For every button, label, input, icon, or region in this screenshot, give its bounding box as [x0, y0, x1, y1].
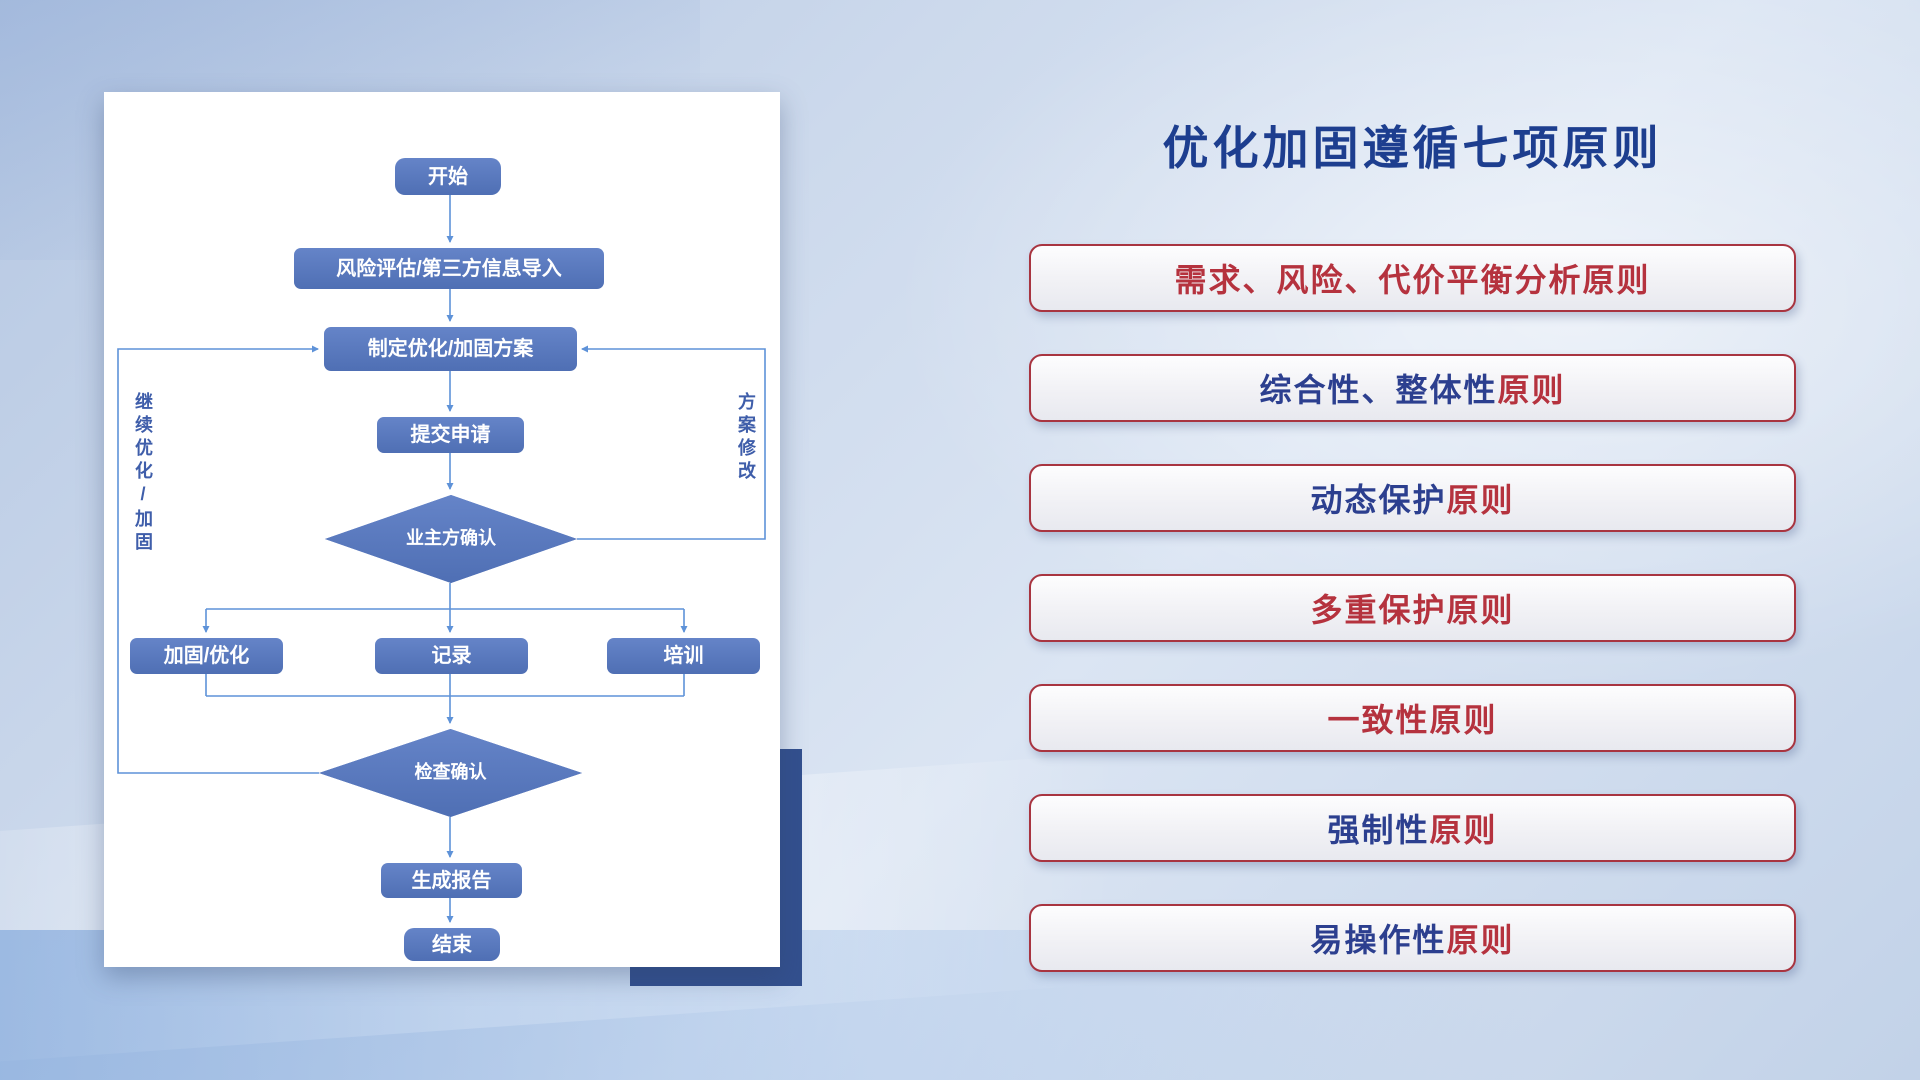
- principle-2-red-text: 原则: [1497, 372, 1566, 408]
- principle-6-navy-text: 强制性: [1327, 812, 1430, 848]
- flowchart-card: 开始 风险评估/第三方信息导入 制定优化/加固方案 提交申请 业主方确认 加固/…: [104, 92, 780, 967]
- flow-node-reinforce: 加固/优化: [130, 638, 283, 674]
- principle-box-2: 综合性、整体性原则: [1029, 354, 1796, 422]
- principle-5-red-text: 一致性原则: [1327, 702, 1498, 738]
- flow-node-report: 生成报告: [381, 863, 522, 898]
- principle-box-7: 易操作性原则: [1029, 904, 1796, 972]
- principle-box-4: 多重保护原则: [1029, 574, 1796, 642]
- principle-2-navy-text: 综合性、整体性: [1259, 372, 1498, 408]
- flow-node-end: 结束: [404, 928, 500, 961]
- principle-7-navy-text: 易操作性: [1310, 922, 1447, 958]
- page-title: 优化加固遵循七项原则: [1162, 122, 1663, 174]
- principle-box-1: 需求、风险、代价平衡分析原则: [1029, 244, 1796, 312]
- principle-3-red-text: 原则: [1446, 482, 1515, 518]
- principle-box-3: 动态保护原则: [1029, 464, 1796, 532]
- flow-node-make-plan: 制定优化/加固方案: [324, 327, 577, 371]
- flow-node-training: 培训: [607, 638, 760, 674]
- flow-connectors: [117, 195, 766, 923]
- loop-label-plan-revision: 方案修改: [736, 392, 756, 484]
- principle-box-5: 一致性原则: [1029, 684, 1796, 752]
- flow-node-record: 记录: [375, 638, 528, 674]
- principle-6-red-text: 原则: [1429, 812, 1498, 848]
- principle-3-navy-text: 动态保护: [1310, 482, 1447, 518]
- principle-box-6: 强制性原则: [1029, 794, 1796, 862]
- principle-1-red-text: 需求、风险、代价平衡分析原则: [1174, 262, 1651, 298]
- flow-node-start: 开始: [395, 158, 501, 195]
- principles-list: 需求、风险、代价平衡分析原则 综合性、整体性原则 动态保护原则 多重保护原则 一…: [1029, 244, 1796, 972]
- loop-label-continue-optimize: 继续优化/加固: [133, 392, 153, 555]
- flow-node-risk-import: 风险评估/第三方信息导入: [294, 248, 604, 289]
- principle-4-red-text: 多重保护原则: [1310, 592, 1515, 628]
- principle-7-red-text: 原则: [1446, 922, 1515, 958]
- flow-node-submit: 提交申请: [377, 417, 524, 453]
